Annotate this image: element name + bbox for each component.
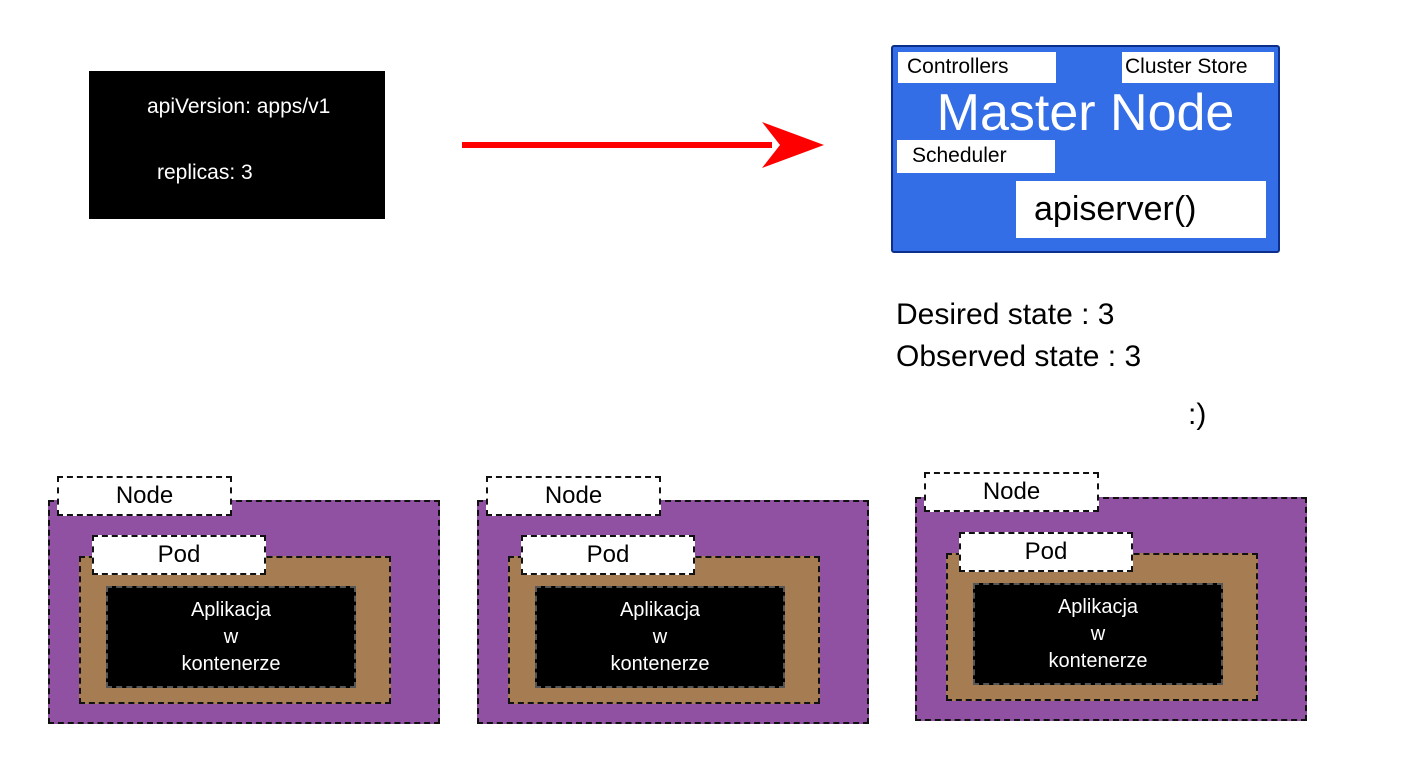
arrow-head bbox=[762, 122, 824, 168]
worker-node: Node Pod Aplikacja w kontenerze bbox=[915, 471, 1315, 731]
manifest-api-version: apiVersion: apps/v1 bbox=[147, 95, 331, 118]
deployment-manifest: apiVersion: apps/v1 replicas: 3 bbox=[89, 71, 385, 219]
node-label: Node bbox=[486, 476, 661, 516]
container-text-line: kontenerze bbox=[1048, 649, 1148, 672]
container-text-line: Aplikacja bbox=[190, 598, 272, 621]
container-text-line: kontenerze bbox=[610, 652, 710, 675]
app-container: Aplikacja w kontenerze bbox=[106, 586, 356, 688]
pod-label: Pod bbox=[959, 532, 1133, 572]
arrow-icon bbox=[462, 122, 824, 168]
container-text-line: Aplikacja bbox=[619, 598, 701, 621]
controllers-label: Controllers bbox=[898, 52, 1056, 83]
pod-label: Pod bbox=[521, 535, 695, 575]
observed-state: Observed state : 3 bbox=[896, 340, 1142, 373]
container-text-line: w bbox=[652, 625, 668, 648]
smiley: :) bbox=[1188, 398, 1207, 431]
node-label: Node bbox=[924, 472, 1099, 512]
master-node: Controllers Cluster Store Master Node Sc… bbox=[891, 45, 1280, 253]
apiserver-label: apiserver() bbox=[1016, 181, 1266, 238]
container-text-line: Aplikacja bbox=[1057, 595, 1139, 618]
app-container: Aplikacja w kontenerze bbox=[973, 583, 1223, 685]
arrow-shaft bbox=[462, 142, 772, 148]
container-text-line: w bbox=[1090, 622, 1106, 645]
desired-state: Desired state : 3 bbox=[896, 298, 1115, 331]
worker-node: Node Pod Aplikacja w kontenerze bbox=[477, 474, 877, 734]
cluster-store-label: Cluster Store bbox=[1122, 52, 1274, 83]
scheduler-label: Scheduler bbox=[897, 140, 1055, 173]
node-label: Node bbox=[57, 476, 232, 516]
container-text-line: kontenerze bbox=[181, 652, 281, 675]
manifest-replicas: replicas: 3 bbox=[157, 161, 253, 184]
app-container: Aplikacja w kontenerze bbox=[535, 586, 785, 688]
container-text-line: w bbox=[223, 625, 239, 648]
master-node-title: Master Node bbox=[936, 84, 1235, 142]
pod-label: Pod bbox=[92, 535, 266, 575]
worker-node: Node Pod Aplikacja w kontenerze bbox=[48, 474, 448, 734]
